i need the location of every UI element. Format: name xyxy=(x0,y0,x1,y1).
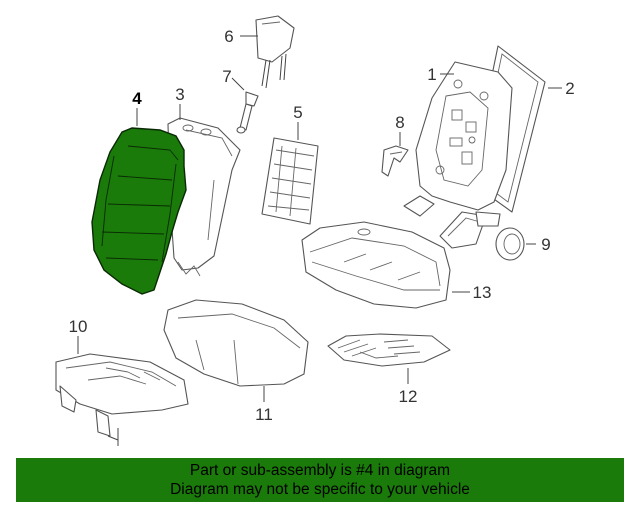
info-banner: Part or sub-assembly is #4 in diagram Di… xyxy=(16,458,624,502)
label-2: 2 xyxy=(565,79,574,98)
label-8: 8 xyxy=(395,113,404,132)
label-4: 4 xyxy=(132,89,142,108)
part-13-seat-cushion[interactable] xyxy=(301,221,451,309)
label-10: 10 xyxy=(69,317,88,336)
banner-line-1: Part or sub-assembly is #4 in diagram xyxy=(189,462,451,479)
parts-diagram: 6 7 3 4 5 8 1 2 9 13 10 11 12 xyxy=(55,15,575,446)
part-3-seat-back-cushion[interactable] xyxy=(167,117,241,277)
callout-labels: 6 7 3 4 5 8 1 2 9 13 10 11 12 xyxy=(69,27,575,424)
label-3: 3 xyxy=(175,85,184,104)
part-12-heater-mat[interactable] xyxy=(327,333,451,367)
label-13: 13 xyxy=(473,283,492,302)
label-6: 6 xyxy=(224,27,233,46)
label-11: 11 xyxy=(255,405,273,424)
part-1-seat-back-frame[interactable] xyxy=(403,61,513,249)
label-7: 7 xyxy=(222,67,231,86)
leader-lines xyxy=(77,35,562,402)
part-4-seat-back-cover[interactable] xyxy=(91,127,187,295)
part-9-cover[interactable] xyxy=(495,227,525,261)
label-12: 12 xyxy=(399,387,418,406)
label-1: 1 xyxy=(427,65,436,84)
part-7-headrest-guide[interactable] xyxy=(236,91,259,134)
part-6-headrest[interactable] xyxy=(255,15,295,89)
part-10-seat-frame[interactable] xyxy=(55,353,189,446)
banner-line-2: Diagram may not be specific to your vehi… xyxy=(170,481,470,498)
label-5: 5 xyxy=(293,103,302,122)
part-8-clip[interactable] xyxy=(381,145,409,177)
part-5-cushion-pad[interactable] xyxy=(261,137,319,225)
label-9: 9 xyxy=(541,235,550,254)
part-11-seat-cushion-pad[interactable] xyxy=(163,299,309,387)
